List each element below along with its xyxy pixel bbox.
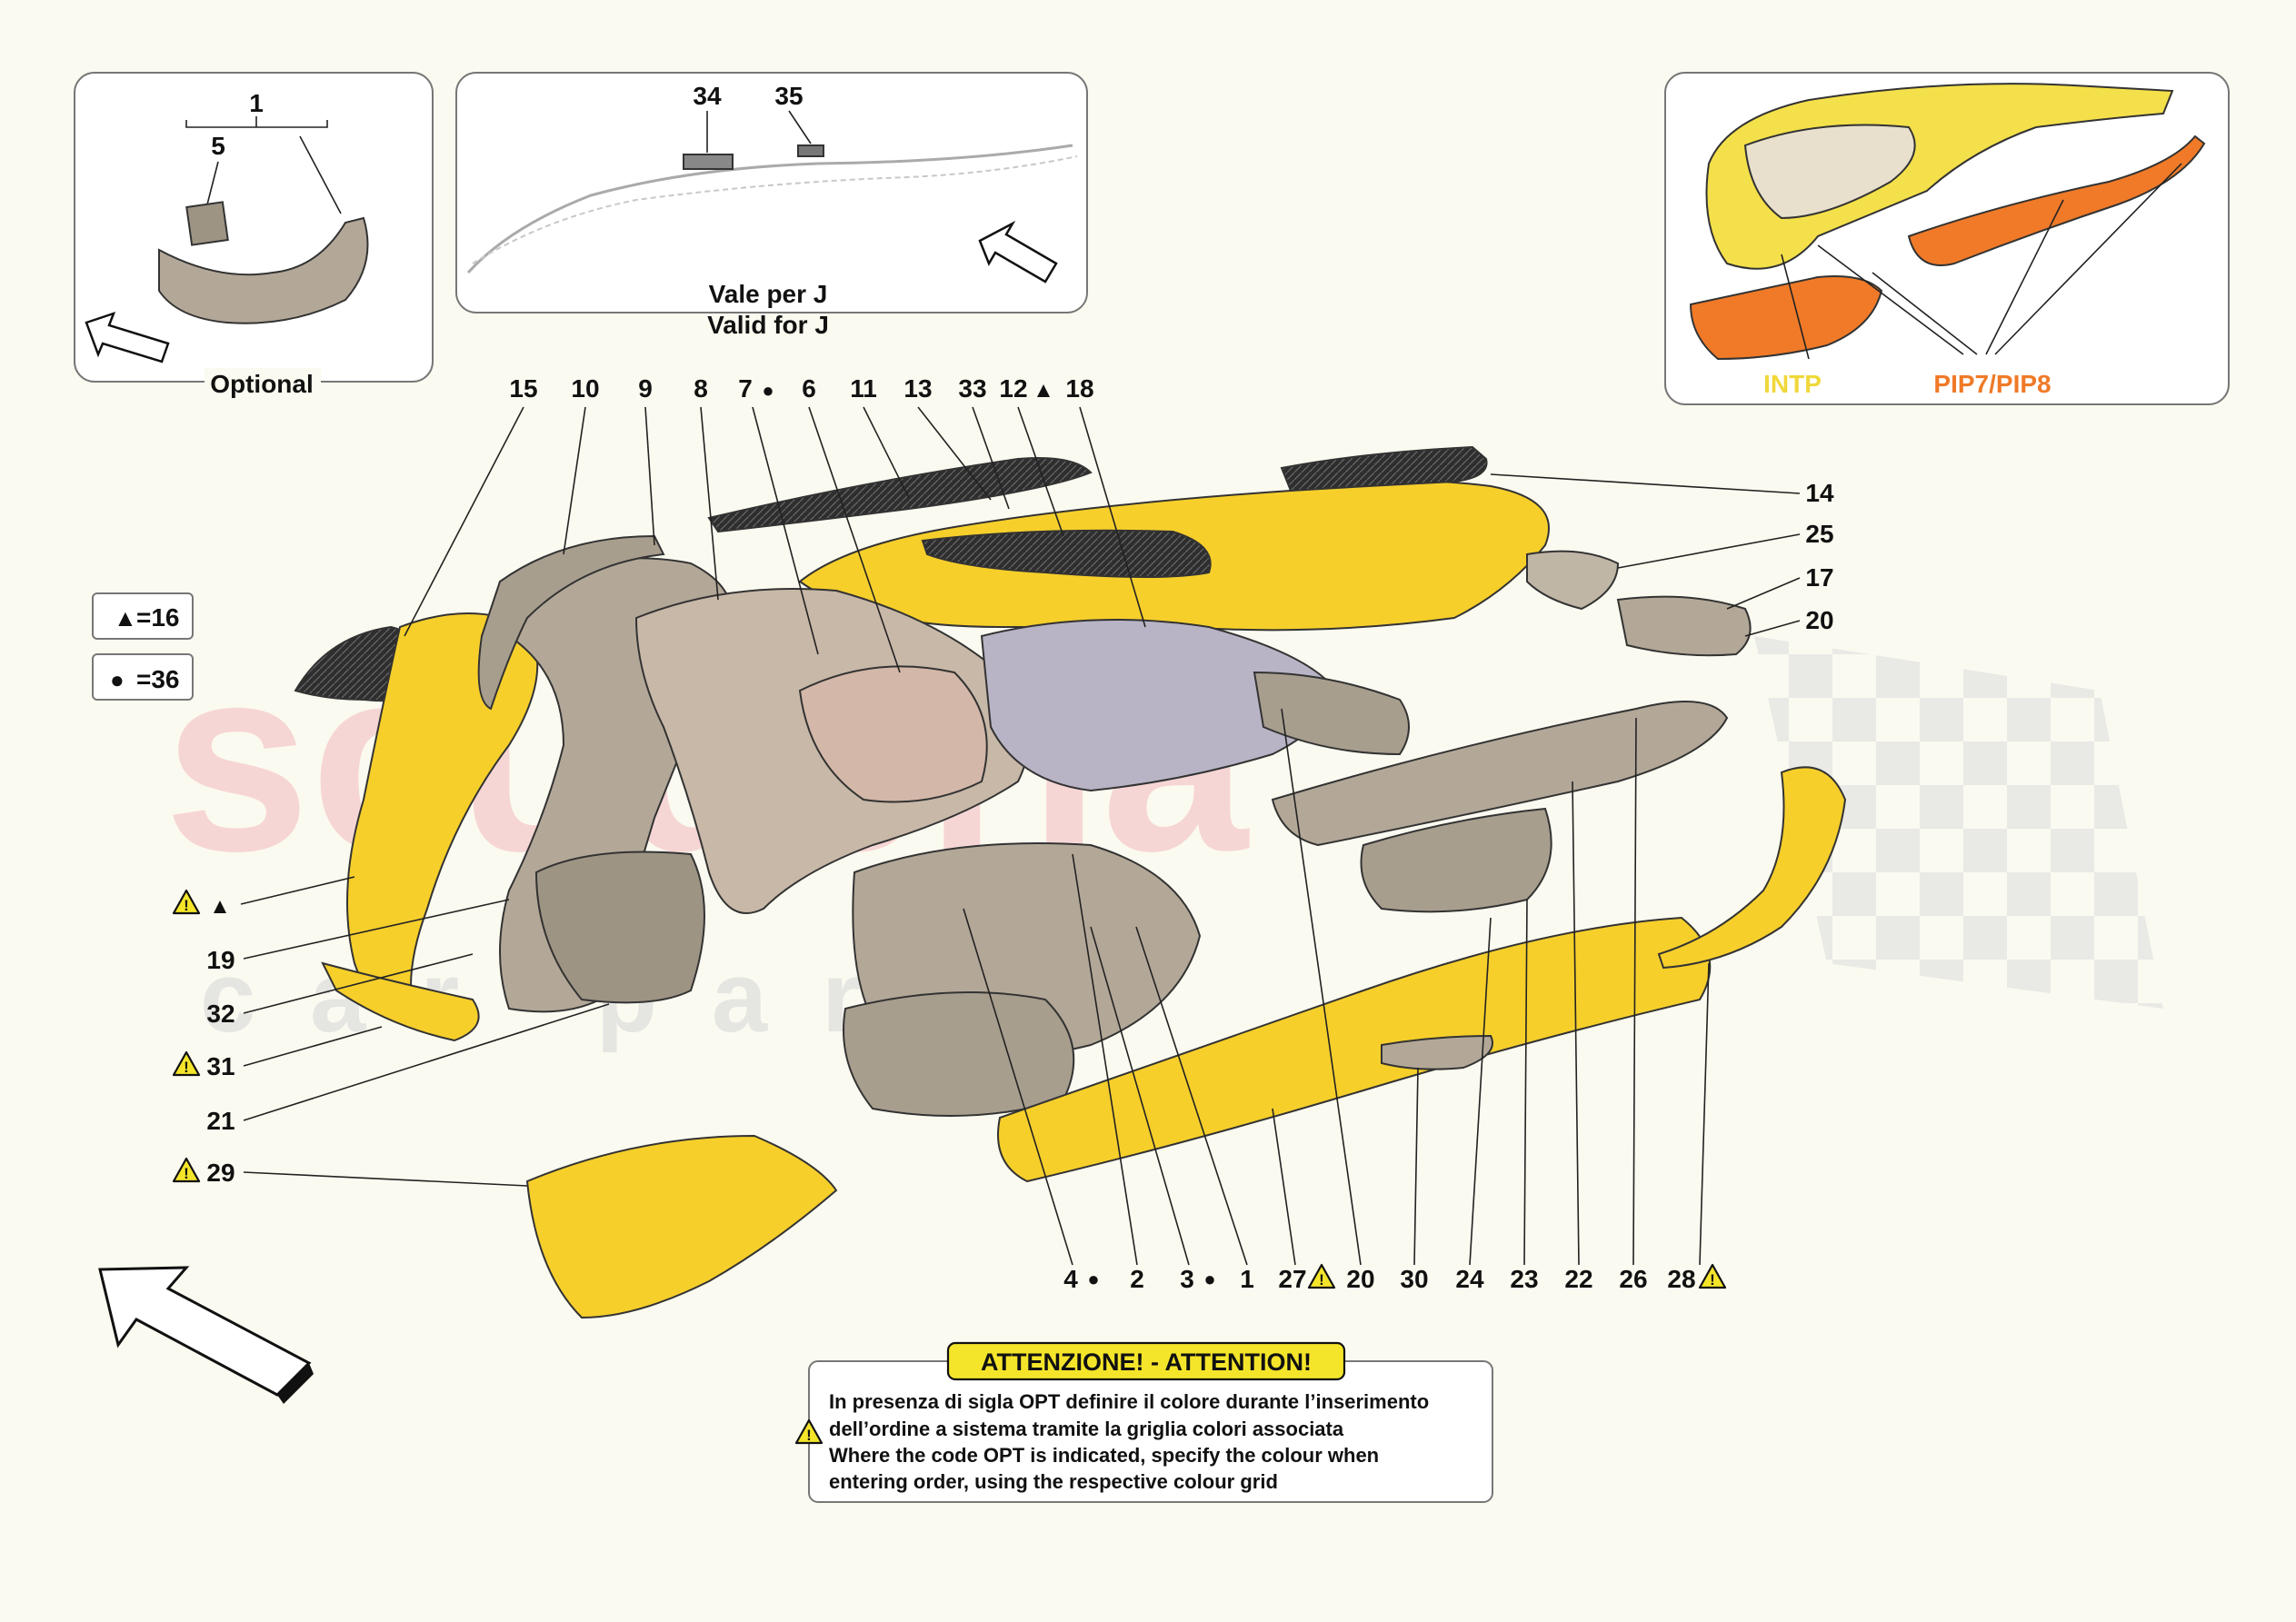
callout-23: 23 [1510,1265,1538,1293]
trim-30 [1381,1034,1493,1070]
dashboard-assembly [294,445,1847,1319]
callout-27: 27 [1278,1265,1306,1293]
warning-icon-28 [1698,1263,1727,1290]
direction-arrow-j [978,220,1058,284]
callout-7: 7 [738,374,753,403]
carbon-trim-center [921,529,1212,578]
legend-triangle-symbol: ▲ [114,604,137,632]
attention-title: ATTENZIONE! - ATTENTION! [981,1348,1312,1376]
attention-line-4: entering order, using the respective col… [829,1470,1278,1493]
j-part-34: 34 [693,82,722,110]
attention-box: ATTENZIONE! - ATTENTION! In presenza di … [794,1341,1493,1503]
callout-7-mark: ● [762,379,774,402]
label-intp: INTP [1763,370,1822,398]
callout-24: 24 [1455,1265,1484,1293]
optional-bezel-part [158,201,369,324]
right-lower-yellow [1657,766,1847,970]
callout-8: 8 [694,374,708,403]
j-dashboard-outline [466,144,1078,274]
carbon-trim-upper [707,457,1093,533]
right-callouts: 14 25 17 20 [1490,473,1834,637]
callout-15: 15 [509,374,537,403]
callout-25: 25 [1805,520,1833,548]
warning-icon-29 [172,1157,201,1184]
callout-left-1-mark: ▲ [209,894,231,919]
valid-for-j-it: Vale per J [709,280,828,308]
top-callouts: 15 10 9 8 7 ● 6 11 13 33 12 ▲ 18 [404,374,1146,673]
bracket-25 [1526,550,1620,611]
warning-icon-31 [172,1050,201,1078]
callout-20: 20 [1346,1265,1374,1293]
optional-label: Optional [210,370,314,398]
optional-group-number: 1 [249,89,264,117]
warning-icon-27 [1307,1263,1336,1290]
callout-28: 28 [1667,1265,1695,1293]
attention-title-badge [946,1341,1346,1381]
callout-30: 30 [1400,1265,1428,1293]
left-callouts: ▲ 19 32 31 21 29 [172,876,610,1187]
legend: ▲ =16 ● =36 [92,592,194,701]
callout-31: 31 [206,1052,235,1080]
callout-12-mark: ▲ [1033,378,1054,403]
label-pip7-pip8: PIP7/PIP8 [1933,370,2051,398]
legend-triangle-text: =16 [136,603,180,632]
callout-26: 26 [1619,1265,1647,1293]
callout-32: 32 [206,1000,235,1028]
legend-triangle-box [92,592,194,640]
callout-11: 11 [850,374,877,403]
callout-33: 33 [958,374,986,403]
direction-arrow-main [98,1266,312,1397]
callout-1: 1 [1240,1265,1254,1293]
checkered-flag-watermark [1754,636,2163,1009]
attention-line-1: In presenza di sigla OPT definire il col… [829,1390,1429,1413]
inset-color-variants: INTP PIP7/PIP8 [1664,72,2230,405]
right-vent-17 [1616,595,1752,657]
pip-upper-part [1907,134,2206,266]
callout-10: 10 [571,374,599,403]
callout-12: 12 [999,374,1027,403]
callout-2: 2 [1130,1265,1144,1293]
carbon-trim-right [1280,445,1488,493]
callout-4: 4 [1063,1265,1078,1293]
frame-10 [477,534,665,711]
callout-6: 6 [802,374,816,403]
callout-29: 29 [206,1159,235,1187]
callout-3: 3 [1180,1265,1194,1293]
direction-arrow-main-shadow [277,1363,314,1404]
callout-3-mark: ● [1203,1268,1215,1290]
callout-22: 22 [1564,1265,1592,1293]
cross-beam [1271,701,1729,847]
inset-optional: Optional 1 5 [74,72,434,398]
direction-arrow-small [85,311,170,363]
inset-valid-for-j: 34 35 Vale per J Valid for J [455,72,1088,339]
callout-17: 17 [1805,563,1833,592]
callout-4-mark: ● [1087,1268,1099,1290]
attention-line-3: Where the code OPT is indicated, specify… [829,1444,1379,1467]
center-duct [798,665,988,803]
attention-line-2: dell’ordine a sistema tramite la griglia… [829,1418,1344,1440]
bottom-callouts: 4 ● 2 3 ● 1 27 20 30 24 23 22 26 28 [963,708,1727,1293]
callout-20-right: 20 [1805,606,1833,634]
callout-21: 21 [206,1107,235,1135]
glove-box [1360,807,1552,913]
valid-for-j-en: Valid for J [707,311,829,339]
legend-dot-box [92,653,194,701]
callout-14: 14 [1805,479,1834,507]
right-vent-20 [1253,671,1410,756]
j-part-35: 35 [774,82,803,110]
left-vent-21 [534,851,705,1004]
optional-part-number: 5 [211,132,225,160]
callout-18: 18 [1065,374,1093,403]
callout-19: 19 [206,946,235,974]
steering-shroud [843,991,1075,1117]
lower-yellow-trim [997,916,1712,1183]
legend-dot-symbol: ● [110,666,125,693]
callout-9: 9 [638,374,653,403]
legend-dot-text: =36 [136,665,180,693]
knee-trim-29 [525,1134,838,1319]
callout-13: 13 [903,374,932,403]
